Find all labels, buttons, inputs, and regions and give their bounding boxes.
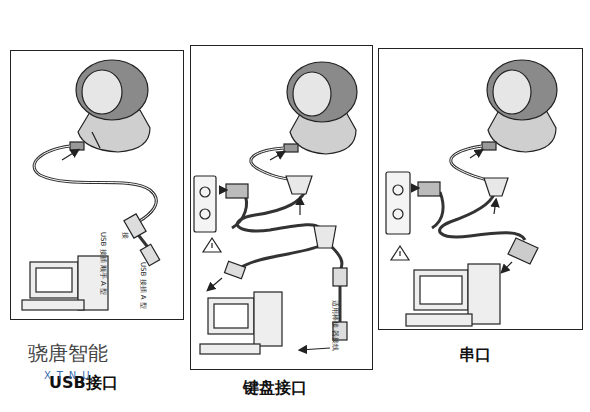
db9-connector <box>508 238 538 264</box>
wall-outlet <box>393 209 403 219</box>
watermark-logo: XTNU <box>44 370 96 381</box>
scanner-right <box>487 60 557 120</box>
arrow <box>412 187 418 188</box>
computer <box>254 292 282 346</box>
connector-note: USB 接插 A 型 <box>138 262 148 309</box>
watermark: 骁唐智能 <box>28 340 108 367</box>
warning-symbol <box>391 246 409 260</box>
panel-box: 键盘接口 <box>190 45 373 370</box>
arrow <box>299 198 300 215</box>
cable <box>451 146 490 182</box>
wall-outlet <box>194 172 440 234</box>
arrow <box>270 152 284 160</box>
wall-outlet <box>418 182 440 196</box>
wall-outlet <box>200 187 210 197</box>
arrow <box>208 278 222 290</box>
cable <box>34 146 525 270</box>
y-splitter <box>314 226 336 248</box>
computer <box>200 344 260 354</box>
panel-heading: 串口 <box>457 345 493 366</box>
warning-symbol <box>399 251 400 256</box>
ps2-connector <box>224 261 245 278</box>
connector-note: 接 <box>120 232 130 239</box>
ps2-connector <box>333 268 347 286</box>
usb-connector <box>124 214 160 266</box>
connector-note: 适用棒接 器接线 <box>330 300 340 351</box>
cable-inner <box>34 146 490 222</box>
scanner-right <box>482 60 557 152</box>
cable <box>34 146 156 222</box>
computer <box>208 298 254 334</box>
wall-outlet <box>226 184 248 198</box>
wall-outlet <box>200 209 210 219</box>
scanner-right <box>493 70 531 114</box>
cable <box>330 245 342 270</box>
scanner-right <box>482 142 496 150</box>
warning-symbol <box>203 238 221 252</box>
cable <box>432 192 443 228</box>
scanner-left <box>92 132 100 148</box>
computer <box>406 314 472 326</box>
cable-inner <box>34 146 156 222</box>
y-splitter <box>286 176 508 248</box>
arrow <box>494 200 496 214</box>
cable-inner <box>451 146 490 182</box>
scanner-left <box>76 60 148 120</box>
arrow <box>502 262 512 272</box>
computer <box>414 270 468 310</box>
scanner-middle <box>287 62 357 122</box>
cable <box>240 245 322 268</box>
computer <box>22 256 500 354</box>
y-splitter <box>286 176 312 194</box>
arrow <box>220 189 226 190</box>
warning-symbol <box>211 243 212 248</box>
arrow <box>62 150 78 160</box>
db9-connector <box>508 238 538 264</box>
wall-outlet <box>386 172 410 234</box>
cable <box>251 148 292 180</box>
panel-box: 串口 <box>378 48 583 330</box>
scanner-middle <box>293 72 331 116</box>
scanner-left <box>70 142 84 150</box>
arrow <box>300 348 330 350</box>
connector-note: USB 接插 顺手 A 型 <box>98 232 108 295</box>
scanner-left <box>70 60 150 152</box>
computer <box>214 304 248 328</box>
arrow <box>470 150 482 158</box>
computer <box>420 276 462 304</box>
scanner-left <box>82 70 122 114</box>
scanner-middle <box>284 62 357 154</box>
wall-outlet <box>393 185 403 195</box>
panel-heading: 键盘接口 <box>241 378 309 399</box>
cable <box>237 192 320 231</box>
cable-inner <box>251 148 292 180</box>
arrow <box>62 150 512 350</box>
computer <box>30 262 78 298</box>
cable <box>440 194 525 240</box>
computer <box>22 300 84 310</box>
computer <box>468 264 500 324</box>
wall-outlet <box>194 176 216 232</box>
scanner-middle <box>284 144 298 152</box>
y-splitter <box>484 178 508 196</box>
computer <box>36 268 72 292</box>
panel-box: USB接口 <box>10 50 184 320</box>
